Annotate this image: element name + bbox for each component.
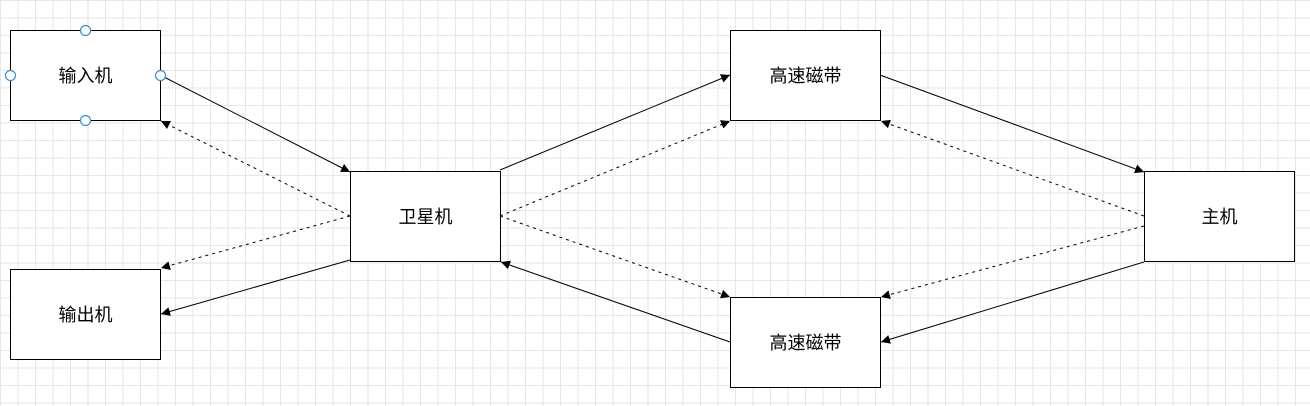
edge-input-to-satellite[interactable] (159, 74, 351, 173)
handle-left[interactable] (4, 69, 17, 82)
node-output-box[interactable] (10, 269, 161, 360)
node-host-label: 主机 (1202, 207, 1238, 228)
node-host[interactable]: 主机 (1144, 171, 1295, 262)
edge-host-to-tape-top[interactable] (880, 119, 1145, 217)
node-input-box[interactable] (10, 30, 161, 121)
node-input-label: 输入机 (59, 66, 113, 87)
edge-satellite-to-input[interactable] (160, 120, 351, 217)
node-output[interactable]: 输出机 (10, 269, 161, 360)
node-tape-bottom-box[interactable] (730, 297, 881, 388)
node-output-label: 输出机 (59, 305, 113, 326)
handle-right[interactable] (154, 69, 167, 82)
node-input[interactable]: 输入机 (10, 30, 161, 121)
node-tape-bottom[interactable]: 高速磁带 (730, 297, 881, 388)
node-satellite-label: 卫星机 (399, 207, 453, 228)
node-host-box[interactable] (1144, 171, 1295, 262)
node-satellite-box[interactable] (350, 171, 501, 262)
selection-handles[interactable] (4, 24, 167, 127)
edge-satellite-to-tape-top-solid[interactable] (499, 74, 731, 171)
node-tape-top[interactable]: 高速磁带 (730, 30, 881, 121)
edge-host-to-tape-bottom-solid[interactable] (880, 261, 1145, 344)
node-tape-bottom-label: 高速磁带 (770, 333, 842, 354)
handle-bottom[interactable] (79, 114, 92, 127)
node-tape-top-label: 高速磁带 (770, 66, 842, 87)
edge-satellite-to-output-dashed[interactable] (160, 215, 351, 270)
node-tape-top-box[interactable] (730, 30, 881, 121)
edge-tape-top-to-host[interactable] (879, 74, 1145, 174)
edge-satellite-to-tape-bottom-dashed[interactable] (499, 215, 731, 299)
edge-host-to-tape-bottom-dashed[interactable] (880, 225, 1145, 299)
node-satellite[interactable]: 卫星机 (350, 171, 501, 262)
edges-layer (159, 74, 1145, 344)
edge-satellite-to-output-solid[interactable] (160, 259, 351, 316)
edge-satellite-to-tape-top-dashed[interactable] (499, 120, 731, 217)
edge-tape-bottom-to-satellite[interactable] (500, 260, 731, 343)
handle-top[interactable] (79, 24, 92, 37)
